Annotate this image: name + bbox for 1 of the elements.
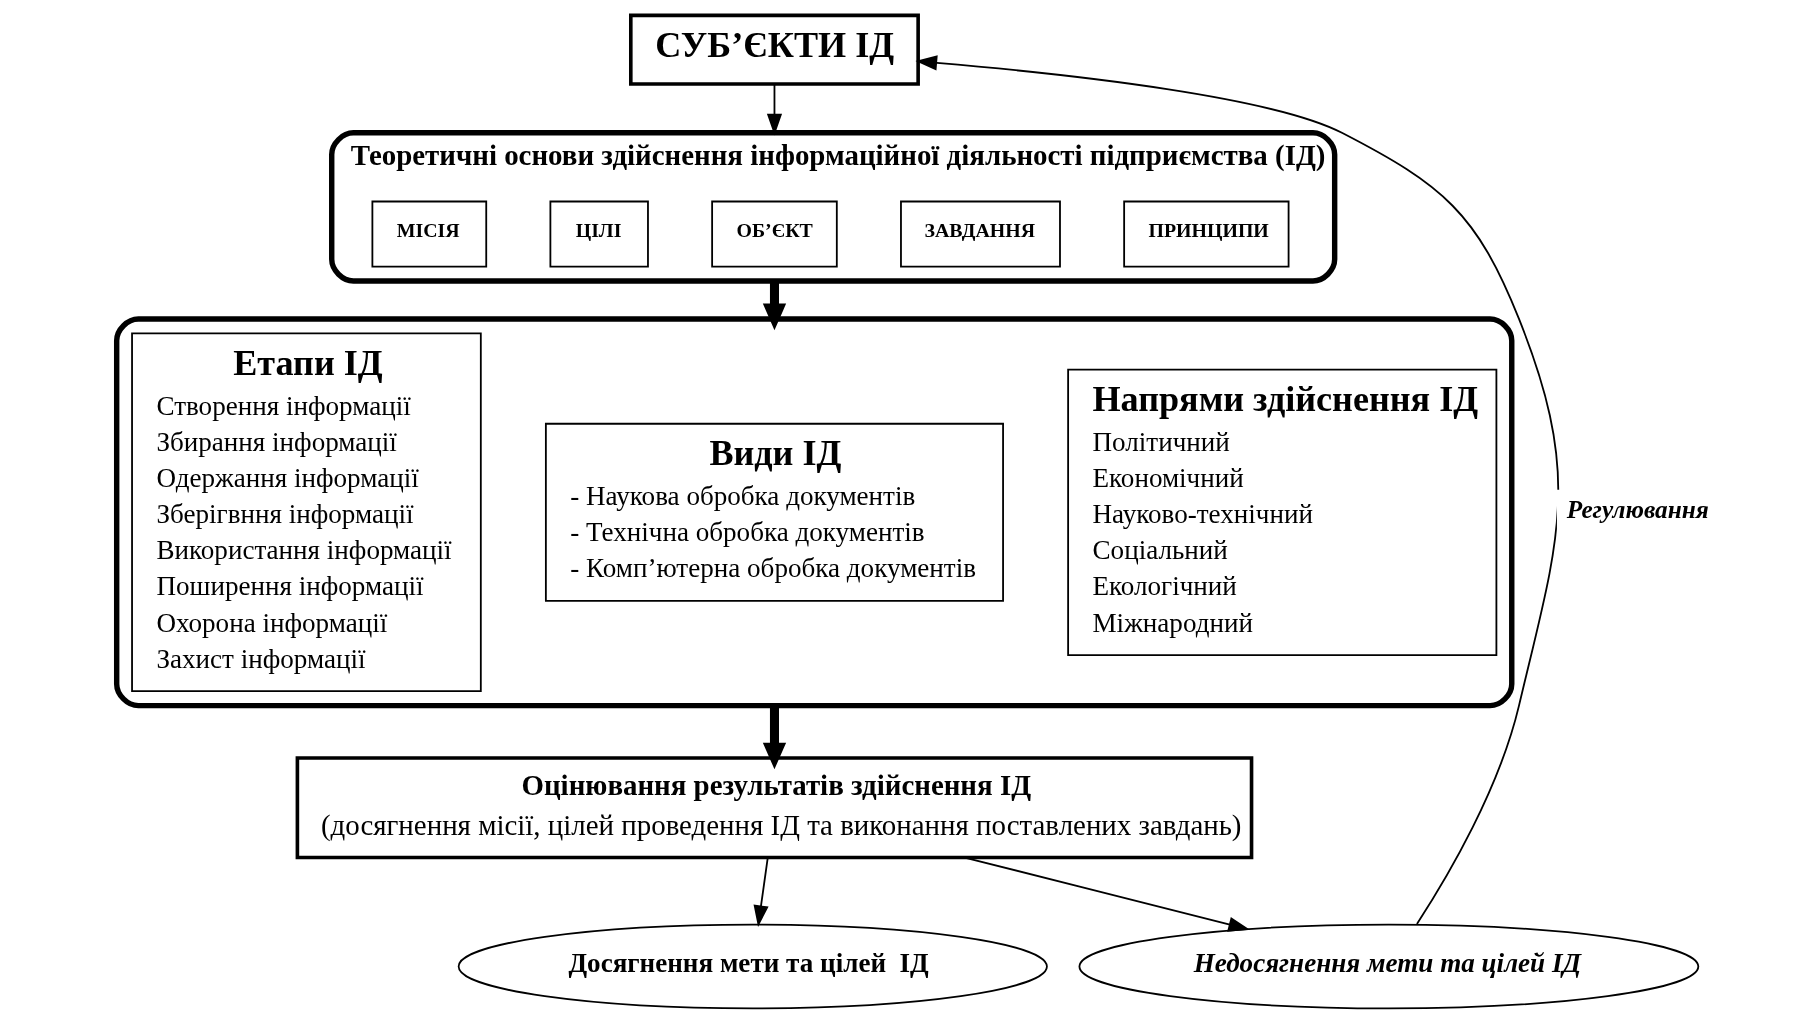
edge-label: Регулювання: [1566, 495, 1709, 524]
